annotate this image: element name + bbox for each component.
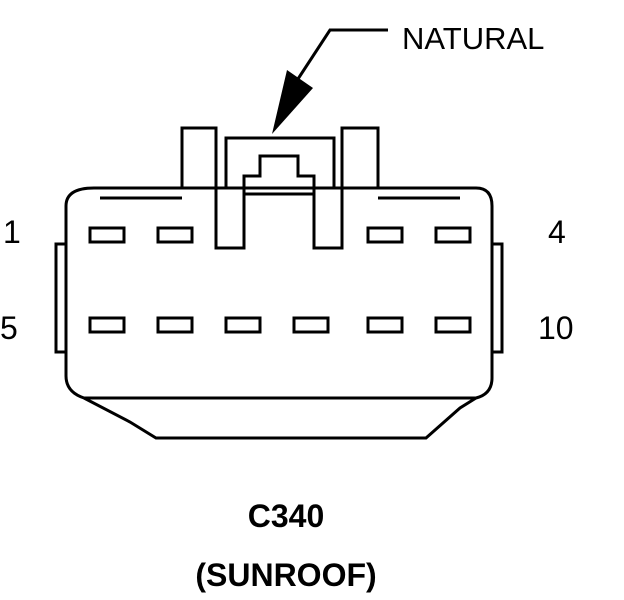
pin-cavity-10 — [434, 316, 472, 334]
callout-arrowhead — [272, 70, 313, 134]
connector-locking-latch — [180, 126, 380, 250]
pin-cavity-8 — [292, 316, 330, 334]
pin-label-top-left: 1 — [3, 214, 21, 250]
left-side-tab — [54, 242, 68, 354]
pin-cavity-7 — [224, 316, 262, 334]
pin-cavity-9 — [366, 316, 404, 334]
latch-inner-frame — [224, 136, 336, 188]
connector-id: C340 — [248, 498, 325, 534]
pin-cavity-4 — [434, 226, 472, 244]
connector-housing — [64, 186, 494, 440]
pin-cavity-3 — [366, 226, 404, 244]
right-side-tab — [490, 242, 504, 354]
pin-cavity-6 — [156, 316, 194, 334]
pin-label-bottom-left: 5 — [0, 310, 18, 346]
pin-label-top-right: 4 — [548, 214, 566, 250]
pin-cavity-1 — [88, 226, 126, 244]
callout-leader-line — [294, 28, 388, 83]
latch-key-block — [242, 154, 316, 194]
callout-label: NATURAL — [402, 21, 544, 56]
pin-cavity-5 — [88, 316, 126, 334]
connector-description: (SUNROOF) — [195, 557, 376, 593]
pin-cavity-2 — [156, 226, 194, 244]
pin-label-bottom-right: 10 — [538, 310, 574, 346]
